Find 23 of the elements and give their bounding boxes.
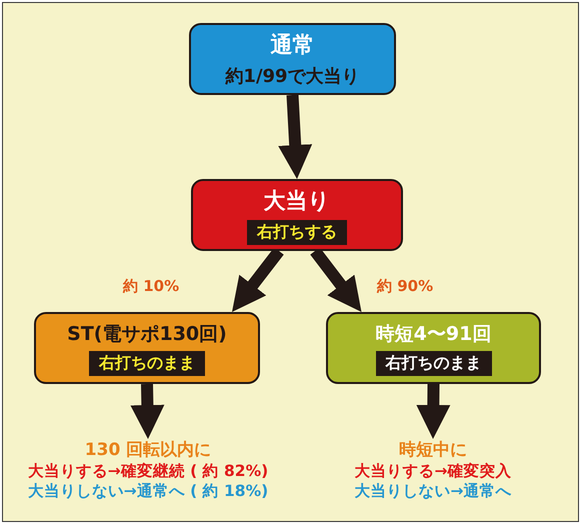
outcome-text: 大当りしない→通常へ — [354, 481, 512, 502]
outcome-text: 時短中に — [399, 439, 467, 462]
process-box — [326, 312, 541, 384]
box-title: ST(電サポ130回) — [67, 322, 227, 346]
process-box — [34, 312, 260, 384]
box-subtitle: 約1/99で大当り — [225, 65, 360, 88]
box-title: 時短4〜91回 — [376, 322, 492, 346]
process-box — [189, 23, 396, 95]
edge-label: 約 90% — [375, 277, 436, 296]
arrow — [416, 384, 450, 440]
edge-label: 約 10% — [121, 277, 182, 296]
outcome-text: 大当りしない→通常へ ( 約 18%) — [28, 481, 268, 502]
arrow — [130, 384, 164, 440]
process-box — [191, 179, 403, 251]
outcome-text: 大当りする→確変継続 ( 約 82%) — [28, 461, 268, 482]
outcome-text: 大当りする→確変突入 — [354, 461, 512, 482]
instruction-tag: 右打ちのまま — [376, 350, 492, 376]
box-title: 大当り — [264, 188, 330, 216]
instruction-tag: 右打ちする — [247, 220, 347, 244]
box-title: 通常 — [270, 32, 314, 60]
outcome-text: 130 回転以内に — [84, 439, 212, 462]
instruction-tag: 右打ちのまま — [89, 350, 205, 376]
arrow — [278, 94, 312, 180]
